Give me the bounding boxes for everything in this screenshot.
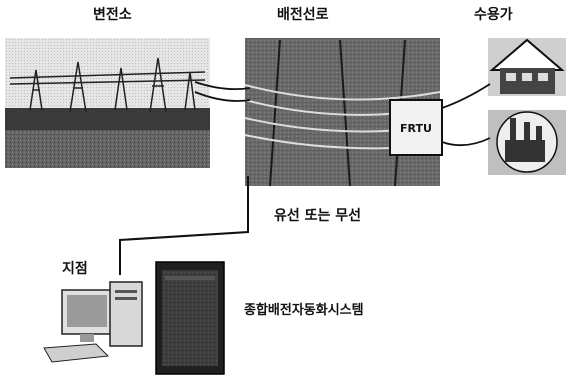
communication-link <box>119 176 249 275</box>
consumer-building-image <box>488 38 566 96</box>
frtu-box: FRTU <box>389 99 443 156</box>
communication-label: 유선 또는 무선 <box>274 208 362 224</box>
feeder-wires <box>194 81 251 102</box>
consumer-factory-image <box>488 110 566 175</box>
das-label: 종합배전자동화시스템 <box>244 303 364 318</box>
site-label: 지점 <box>62 261 88 277</box>
substation-label: 변전소 <box>93 7 132 23</box>
server-cabinet <box>155 261 225 375</box>
substation-photo <box>5 38 210 168</box>
distribution-line-label: 배전선로 <box>277 7 329 23</box>
workstation-computer <box>43 281 143 363</box>
consumer-wires <box>441 83 491 147</box>
frtu-label: FRTU <box>400 122 432 135</box>
consumer-label: 수용가 <box>474 7 513 23</box>
